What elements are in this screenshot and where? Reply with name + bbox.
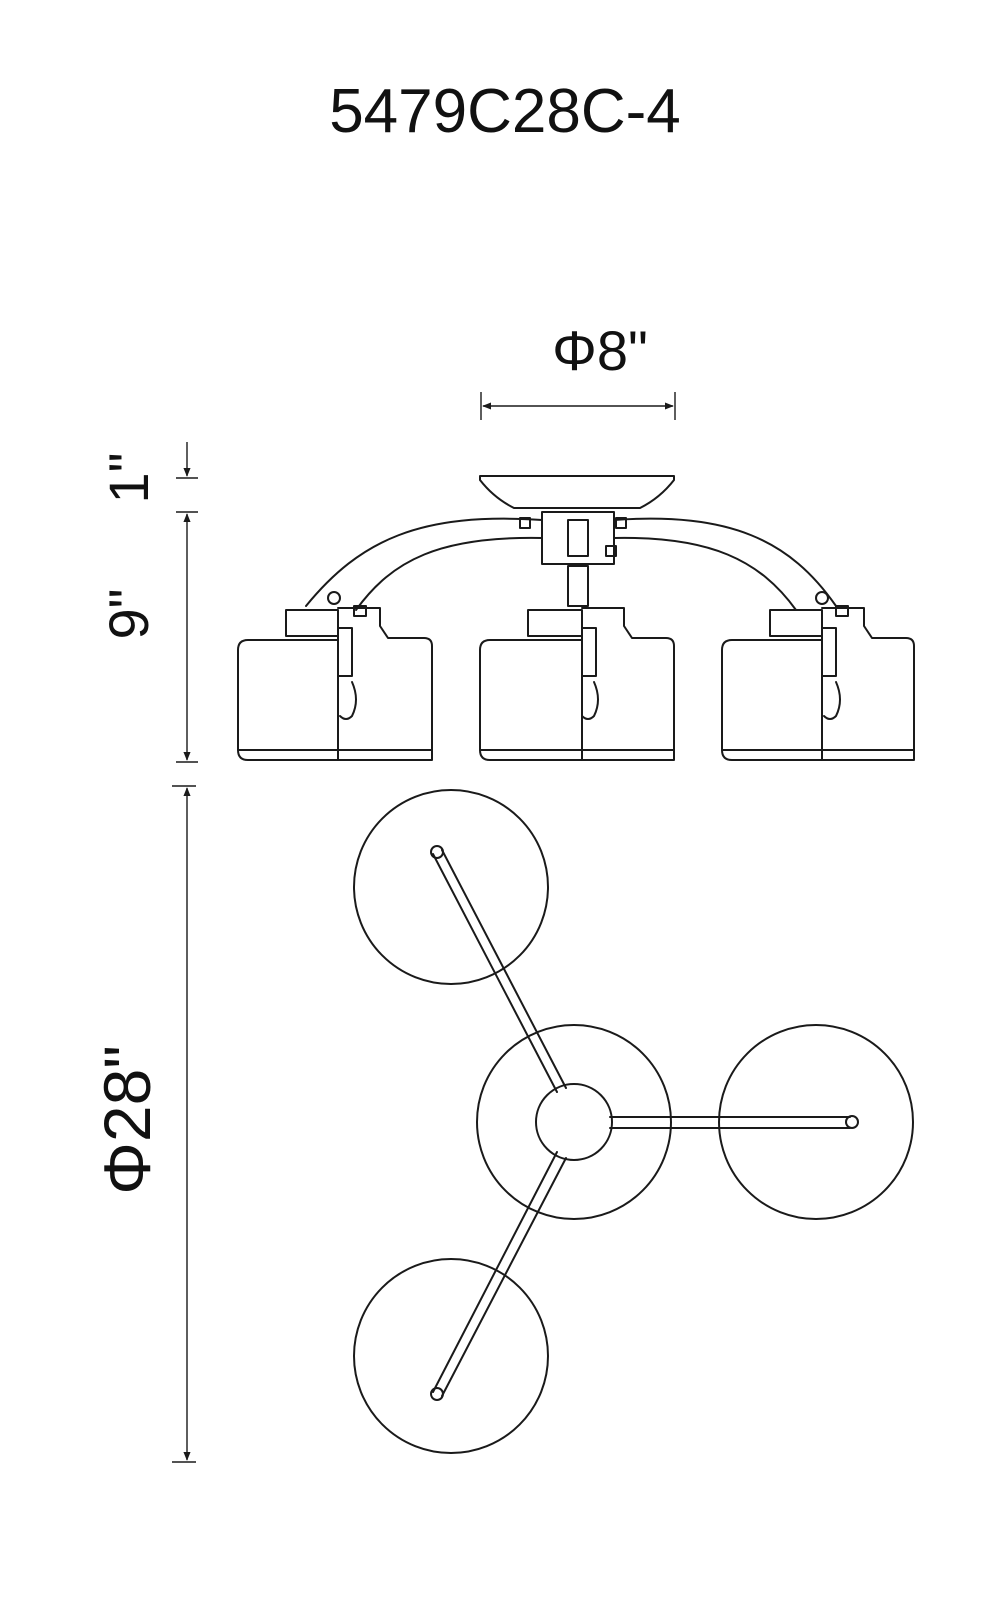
- arm-to-right: [609, 1116, 851, 1129]
- right-shade-circle: [718, 1024, 914, 1220]
- body-height-label: 9": [97, 588, 160, 639]
- left-shade: [237, 605, 433, 761]
- center-shade: [479, 607, 675, 761]
- center-shade-circle: [476, 1024, 672, 1220]
- arm-to-bottom: [432, 1151, 567, 1397]
- bottom-shade-circle: [353, 1258, 549, 1454]
- right-shade: [721, 605, 915, 761]
- canopy-diameter-label: Φ8": [552, 319, 648, 382]
- fixture-top-view: [353, 789, 914, 1454]
- model-number-title: 5479C28C-4: [329, 77, 681, 146]
- center-stem: [567, 565, 589, 607]
- overall-diameter-dimension: Φ28": [90, 785, 196, 1463]
- top-shade-circle: [353, 789, 549, 985]
- height-dimensions: 1" 9": [97, 442, 198, 763]
- canopy-diameter-dimension: Φ8": [480, 319, 676, 420]
- canopy-plate: [479, 475, 675, 509]
- arm-to-top: [432, 849, 567, 1093]
- canopy-height-label: 1": [97, 452, 160, 503]
- left-arm: [305, 517, 543, 607]
- overall-diameter-label: Φ28": [90, 1045, 164, 1195]
- fixture-side-view: [237, 475, 915, 761]
- center-hub-circle: [535, 1083, 613, 1161]
